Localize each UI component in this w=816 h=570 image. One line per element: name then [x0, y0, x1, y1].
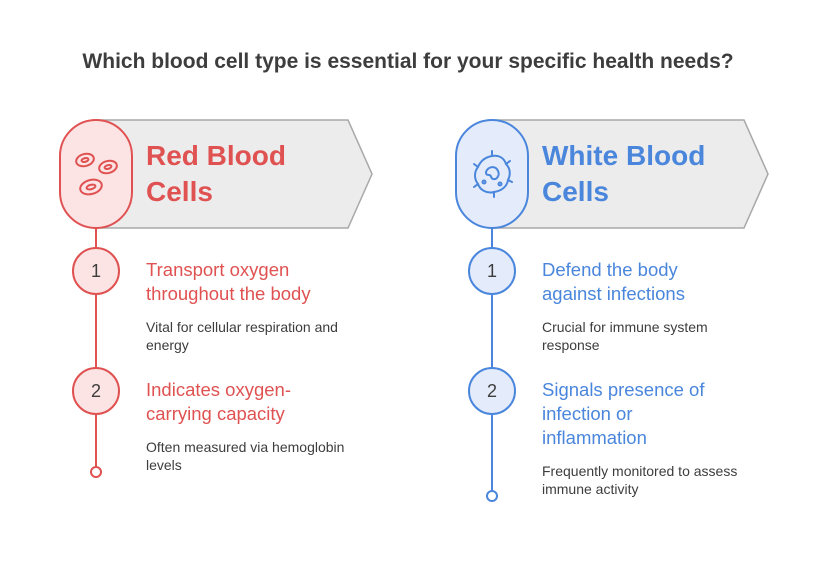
step-number-2: 2 [468, 367, 516, 415]
red-blood-cells-column: Red Blood Cells 1 Transport oxygen throu… [58, 0, 418, 570]
step-number-1: 1 [72, 247, 120, 295]
step-title-1: Transport oxygen throughout the body [146, 259, 311, 304]
timeline-end-dot [90, 466, 102, 478]
header-line-2: Cells [146, 176, 213, 207]
page-title: Which blood cell type is essential for y… [82, 50, 734, 73]
step-number-1: 1 [468, 247, 516, 295]
step-title-1: Defend the body against infections [542, 259, 685, 304]
step-desc-1: Vital for cellular respiration and energ… [146, 319, 338, 353]
step-number-2: 2 [72, 367, 120, 415]
step-desc-2: Frequently monitored to assess immune ac… [542, 463, 738, 497]
timeline-line [491, 228, 493, 494]
timeline-end-dot [486, 490, 498, 502]
step-desc-2: Often measured via hemoglobin levels [146, 439, 345, 473]
white-blood-cells-header-banner [455, 119, 769, 229]
step-desc-1: Crucial for immune system response [542, 319, 708, 353]
red-blood-cells-icon [75, 152, 118, 196]
step-title-2: Indicates oxygen-carrying capacity [146, 379, 292, 424]
white-blood-cells-title: White Blood Cells [542, 138, 705, 210]
white-blood-cells-column: White Blood Cells 1 Defend the body agai… [454, 0, 814, 570]
red-blood-cells-title: Red Blood Cells [146, 138, 286, 210]
step-title-2: Signals presence of infection or inflamm… [542, 379, 705, 448]
timeline-line [95, 228, 97, 470]
header-line-2: Cells [542, 176, 609, 207]
header-line-1: White Blood [542, 140, 706, 171]
header-line-1: Red Blood [146, 140, 286, 171]
white-blood-cell-icon [473, 150, 513, 198]
red-blood-cells-header-banner [59, 119, 373, 229]
